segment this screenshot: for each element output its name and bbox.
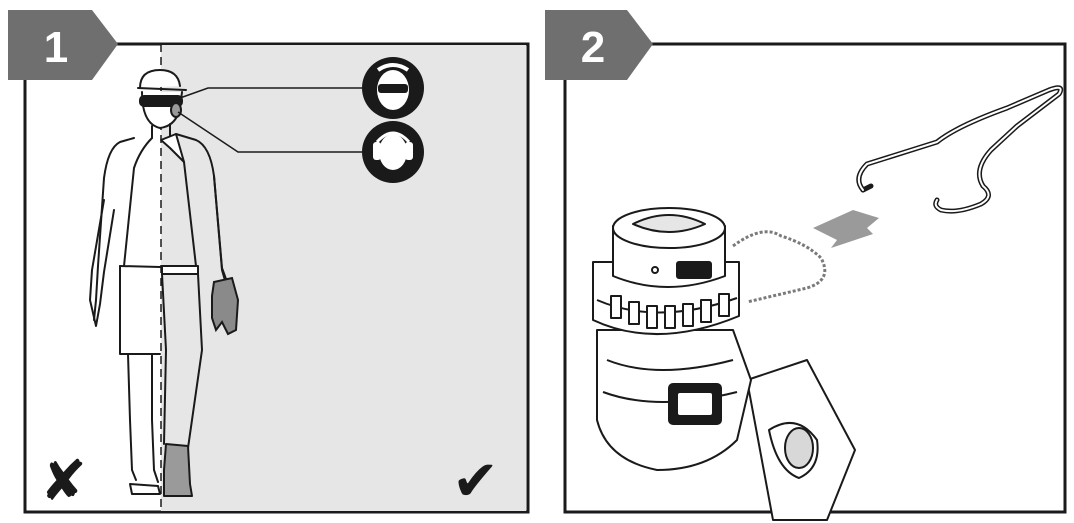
step-tab-1 bbox=[8, 10, 118, 80]
ear-protection-icon bbox=[362, 121, 424, 183]
wire-dotted-path bbox=[732, 230, 827, 304]
step-tab-2 bbox=[545, 10, 653, 80]
step-number-2: 2 bbox=[581, 23, 605, 72]
wire-hook-tool-inner bbox=[857, 86, 1062, 213]
step-number-1: 1 bbox=[44, 23, 68, 72]
callout-line-ear bbox=[177, 111, 362, 153]
panel-1: ✘ ✔ 1 bbox=[8, 10, 530, 514]
face-shield-icon bbox=[362, 57, 424, 119]
safety-glasses bbox=[139, 95, 183, 107]
trimmer-head-icon bbox=[592, 207, 856, 521]
panel-2: 2 bbox=[537, 0, 1074, 523]
wrong-mark-icon: ✘ bbox=[40, 449, 87, 514]
callout-line-glasses bbox=[179, 87, 362, 99]
person-figure bbox=[89, 69, 231, 497]
panel-2-drawing: 2 bbox=[545, 10, 1067, 521]
correct-side-background bbox=[161, 45, 526, 511]
correct-mark-icon: ✔ bbox=[452, 449, 499, 514]
panel-1-drawing: ✘ ✔ 1 bbox=[8, 10, 530, 514]
work-glove bbox=[211, 276, 240, 336]
arrow-icon bbox=[813, 210, 879, 248]
